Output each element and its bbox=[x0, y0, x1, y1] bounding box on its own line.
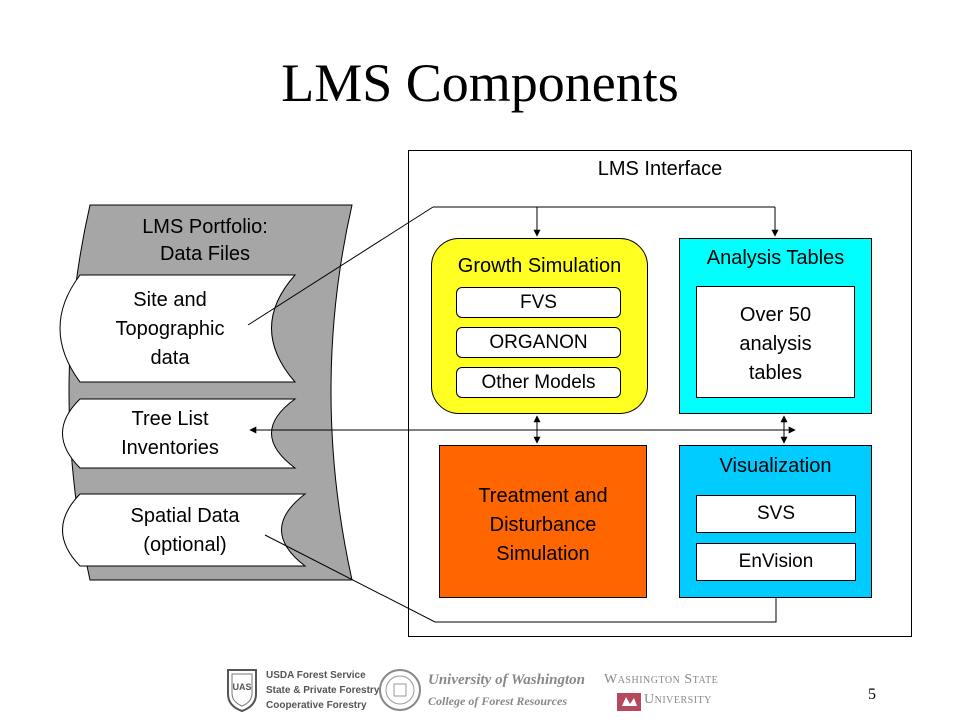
analysis-inner-line2: analysis bbox=[739, 333, 812, 355]
growth-item-organon: ORGANON bbox=[456, 327, 621, 358]
slide-title: LMS Components bbox=[281, 53, 679, 113]
portfolio-item-site-line2: Topographic bbox=[115, 318, 225, 340]
portfolio-item-site-line1: Site and bbox=[133, 289, 207, 311]
portfolio-title-line1: LMS Portfolio: bbox=[142, 216, 268, 238]
growth-item-other-models: Other Models bbox=[456, 367, 621, 398]
analysis-tables-label: Analysis Tables bbox=[706, 247, 845, 269]
usfs-text-line1: USDA Forest Service bbox=[266, 670, 366, 681]
growth-simulation-label: Growth Simulation bbox=[457, 255, 622, 277]
uw-text-line2: College of Forest Resources bbox=[428, 694, 567, 708]
wsu-cougar-icon bbox=[617, 693, 641, 711]
lms-interface-box bbox=[408, 150, 912, 637]
lms-interface-label: LMS Interface bbox=[597, 158, 723, 180]
usfs-logo: UAS USDA Forest Service State & Private … bbox=[224, 668, 379, 714]
analysis-inner-line3: tables bbox=[748, 362, 803, 384]
analysis-tables-inner bbox=[696, 286, 855, 398]
portfolio-item-spatial-shape bbox=[62, 493, 307, 567]
portfolio-item-spatial-line1: Spatial Data bbox=[130, 505, 240, 527]
connector-spatial-to-visualization bbox=[264, 534, 780, 623]
portfolio-item-site-line3: data bbox=[150, 347, 190, 369]
portfolio-title-line2: Data Files bbox=[159, 243, 251, 265]
portfolio-item-tree-line1: Tree List bbox=[131, 408, 209, 430]
portfolio-item-spatial-line2: (optional) bbox=[143, 534, 227, 556]
treatment-line1: Treatment and bbox=[478, 485, 608, 507]
wsu-logo: Washington State University bbox=[602, 670, 752, 714]
usfs-text-line2: State & Private Forestry bbox=[266, 685, 380, 696]
treatment-disturbance-box bbox=[439, 445, 647, 598]
visualization-item-envision: EnVision bbox=[696, 543, 856, 581]
visualization-item-svs: SVS bbox=[696, 495, 856, 533]
connector-site-to-interface bbox=[247, 206, 434, 326]
treatment-line3: Simulation bbox=[496, 543, 590, 565]
visualization-label: Visualization bbox=[719, 455, 832, 477]
usfs-text-line3: Cooperative Forestry bbox=[266, 700, 367, 711]
uw-text-line1: University of Washington bbox=[428, 672, 585, 688]
wsu-text-line2: University bbox=[644, 692, 712, 707]
usfs-shield-icon bbox=[227, 669, 257, 712]
page-number: 5 bbox=[868, 686, 876, 703]
portfolio-item-site-shape bbox=[59, 274, 297, 383]
wsu-text-line1: Washington State bbox=[604, 672, 719, 687]
uw-seal-icon bbox=[379, 669, 421, 711]
treatment-line2: Disturbance bbox=[489, 514, 597, 536]
portfolio-item-tree-shape bbox=[62, 398, 297, 469]
analysis-inner-line1: Over 50 bbox=[739, 304, 812, 326]
growth-item-fvs: FVS bbox=[456, 287, 621, 318]
usfs-shield-text: UAS bbox=[232, 682, 252, 692]
portfolio-item-tree-line2: Inventories bbox=[121, 437, 219, 459]
uw-logo: University of Washington College of Fore… bbox=[378, 668, 585, 714]
